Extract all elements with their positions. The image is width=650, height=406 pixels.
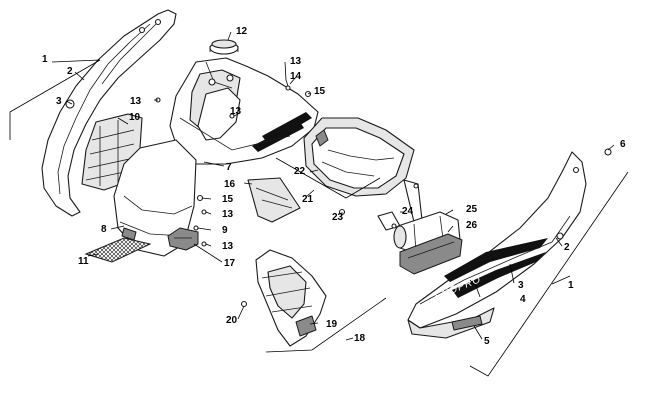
callout-22: 22: [294, 166, 306, 177]
callout-8: 8: [101, 224, 107, 235]
callout-21: 21: [302, 194, 314, 205]
callout-5: 5: [484, 336, 490, 347]
callout-26: 26: [466, 220, 478, 231]
callout-24: 24: [402, 206, 414, 217]
callout-17: 17: [224, 258, 236, 269]
callout-1-right: 1: [568, 280, 574, 291]
mesh-screen-part-11: [84, 237, 152, 263]
callout-3-left: 3: [56, 96, 62, 107]
callout-6: 6: [620, 139, 626, 150]
liner-part-26: [399, 233, 463, 275]
callout-13-bottom: 13: [222, 241, 234, 252]
gauge-ring-part-12: [209, 39, 239, 55]
callout-9: 9: [222, 225, 228, 236]
callout-3-right: 3: [518, 280, 524, 291]
bracket-part-17: [167, 227, 199, 251]
callout-14: 14: [290, 71, 302, 82]
callout-10: 10: [129, 112, 141, 123]
callout-25: 25: [466, 204, 478, 215]
right-side-panel: SNOPRO: [407, 151, 587, 339]
callout-2-right: 2: [564, 242, 570, 253]
callout-13-lower: 13: [222, 209, 234, 220]
leader-lines: [9, 31, 629, 377]
callout-23: 23: [332, 212, 344, 223]
storage-tray-part-22: [303, 117, 415, 197]
callout-13-top: 13: [130, 96, 142, 107]
callout-12: 12: [236, 26, 248, 37]
callout-19: 19: [326, 319, 338, 330]
hood-assembly: [169, 57, 319, 165]
callout-11: 11: [78, 256, 89, 267]
belly-pan-part-18: [255, 249, 327, 347]
callout-1-left: 1: [42, 54, 48, 65]
left-side-panel: [41, 9, 177, 217]
callout-4: 4: [520, 294, 526, 305]
callout-15-top: 15: [314, 86, 326, 97]
callout-16: 16: [224, 179, 236, 190]
callout-labels: 1 2 3 10 12 13 13 13 14 15 7 16 15 13 9 …: [42, 26, 626, 347]
callout-13-right: 13: [290, 56, 302, 67]
callout-2-left: 2: [67, 66, 73, 77]
callout-18: 18: [354, 333, 366, 344]
callout-15-lower: 15: [222, 194, 234, 205]
heat-shield-part-16: [247, 177, 301, 223]
callout-7: 7: [226, 162, 232, 173]
callout-13-center: 13: [230, 106, 242, 117]
callout-20: 20: [226, 315, 238, 326]
